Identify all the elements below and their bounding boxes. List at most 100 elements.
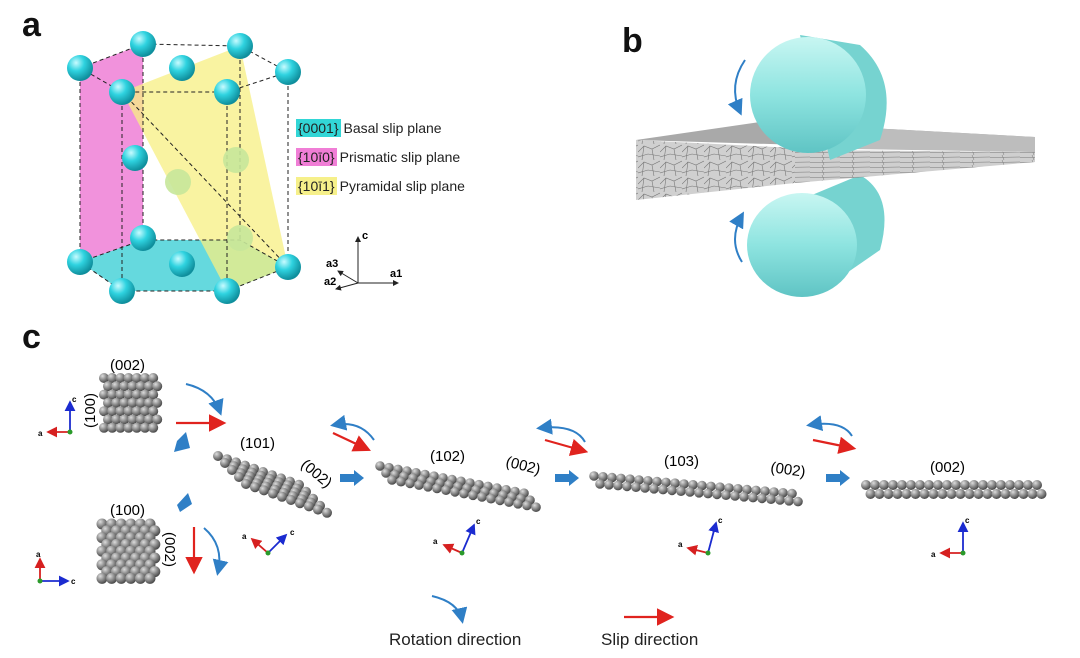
stage4-top-label: (102): [430, 448, 465, 465]
atom: [165, 169, 191, 195]
atom: [135, 414, 146, 425]
atom: [131, 373, 142, 383]
atom: [784, 496, 794, 506]
atom: [396, 476, 406, 487]
atom: [295, 498, 305, 509]
atom: [275, 254, 301, 280]
atom: [595, 479, 605, 489]
atom: [748, 492, 758, 503]
slip-direction-label: Slip direction: [601, 630, 699, 649]
atom: [115, 389, 126, 400]
atom: [625, 474, 635, 485]
atom: [148, 406, 159, 417]
atom: [103, 414, 113, 425]
atom: [676, 486, 686, 497]
stage5-top-label: (103): [664, 453, 699, 470]
atom: [969, 480, 979, 490]
atom: [613, 480, 623, 491]
atom: [144, 397, 154, 408]
top-roller-rotation-arrow: [727, 59, 746, 116]
atom: [1018, 489, 1029, 499]
atom: [955, 489, 966, 499]
atom: [152, 381, 163, 392]
axis-a2-label: a2: [324, 276, 336, 288]
atom: [405, 478, 415, 489]
atom: [148, 422, 159, 433]
atom: [715, 482, 725, 493]
atom: [1000, 489, 1011, 499]
atom: [381, 468, 391, 478]
atom: [531, 502, 541, 512]
stage4-side-label: (002): [504, 453, 542, 478]
atom: [227, 465, 237, 475]
atom: [140, 373, 150, 383]
legend-pyramidal: {10ī1} Pyramidal slip plane: [296, 171, 536, 200]
atom: [712, 489, 722, 500]
atom: [694, 488, 704, 498]
atom: [99, 389, 109, 400]
atom: [910, 489, 921, 499]
hex-axes: c a1 a3 a2: [324, 230, 402, 291]
stage2-side-label: (002): [161, 532, 178, 567]
atom: [928, 489, 939, 499]
frame-stage5: a c: [678, 516, 723, 556]
legend-basal-label: Basal slip plane: [343, 119, 442, 136]
frame-stage6: a c: [931, 516, 970, 559]
panel-label-b: b: [622, 22, 643, 60]
atom: [227, 225, 253, 251]
atom: [227, 33, 253, 59]
atom: [667, 485, 677, 496]
atom: [111, 397, 122, 408]
atom: [140, 406, 150, 417]
bottom-roller: [747, 175, 885, 297]
crystal-stage-3: [213, 451, 332, 518]
atom: [450, 487, 460, 497]
stage1-top-label: (002): [110, 357, 145, 374]
atom: [697, 480, 707, 491]
atom: [778, 488, 788, 498]
atom: [933, 480, 943, 490]
atom: [277, 491, 287, 502]
atom: [375, 461, 385, 471]
atom: [1009, 489, 1020, 499]
atom: [739, 492, 749, 502]
atom: [879, 480, 889, 490]
legend-prismatic-index: {10ī0}: [296, 147, 337, 166]
atom: [924, 480, 934, 490]
transition-arrows: [174, 432, 850, 512]
atom: [865, 489, 876, 499]
block-arrow: [174, 432, 190, 452]
legend-basal: {0001} Basal slip plane: [296, 113, 536, 142]
atom: [122, 145, 148, 171]
atom: [946, 489, 957, 499]
crystal-stage-1: [99, 373, 163, 433]
block-arrow: [826, 470, 850, 486]
atom: [107, 406, 118, 417]
crystal-stage-6: [861, 480, 1047, 499]
atom: [107, 422, 118, 433]
atom: [127, 381, 138, 392]
atom: [423, 482, 433, 492]
legend-prismatic-label: Prismatic slip plane: [339, 148, 461, 165]
crystal-stage-2: [96, 518, 161, 584]
atom: [103, 381, 113, 392]
atom: [951, 480, 961, 490]
panel-label-a: a: [22, 6, 41, 44]
atom: [115, 422, 126, 433]
atom: [119, 397, 130, 408]
stage3-top-label: (101): [240, 435, 275, 452]
atom: [477, 492, 487, 502]
atom: [1032, 480, 1042, 490]
atom: [870, 480, 880, 490]
atom: [119, 414, 130, 425]
atom: [919, 489, 930, 499]
atom: [1023, 480, 1033, 490]
atom: [459, 488, 469, 499]
stage2-top-label: (100): [110, 502, 145, 519]
atom: [721, 490, 731, 501]
atom: [901, 489, 912, 499]
top-roller: [750, 35, 887, 160]
atom: [706, 481, 716, 492]
atom: [631, 482, 641, 493]
atom: [634, 475, 644, 485]
